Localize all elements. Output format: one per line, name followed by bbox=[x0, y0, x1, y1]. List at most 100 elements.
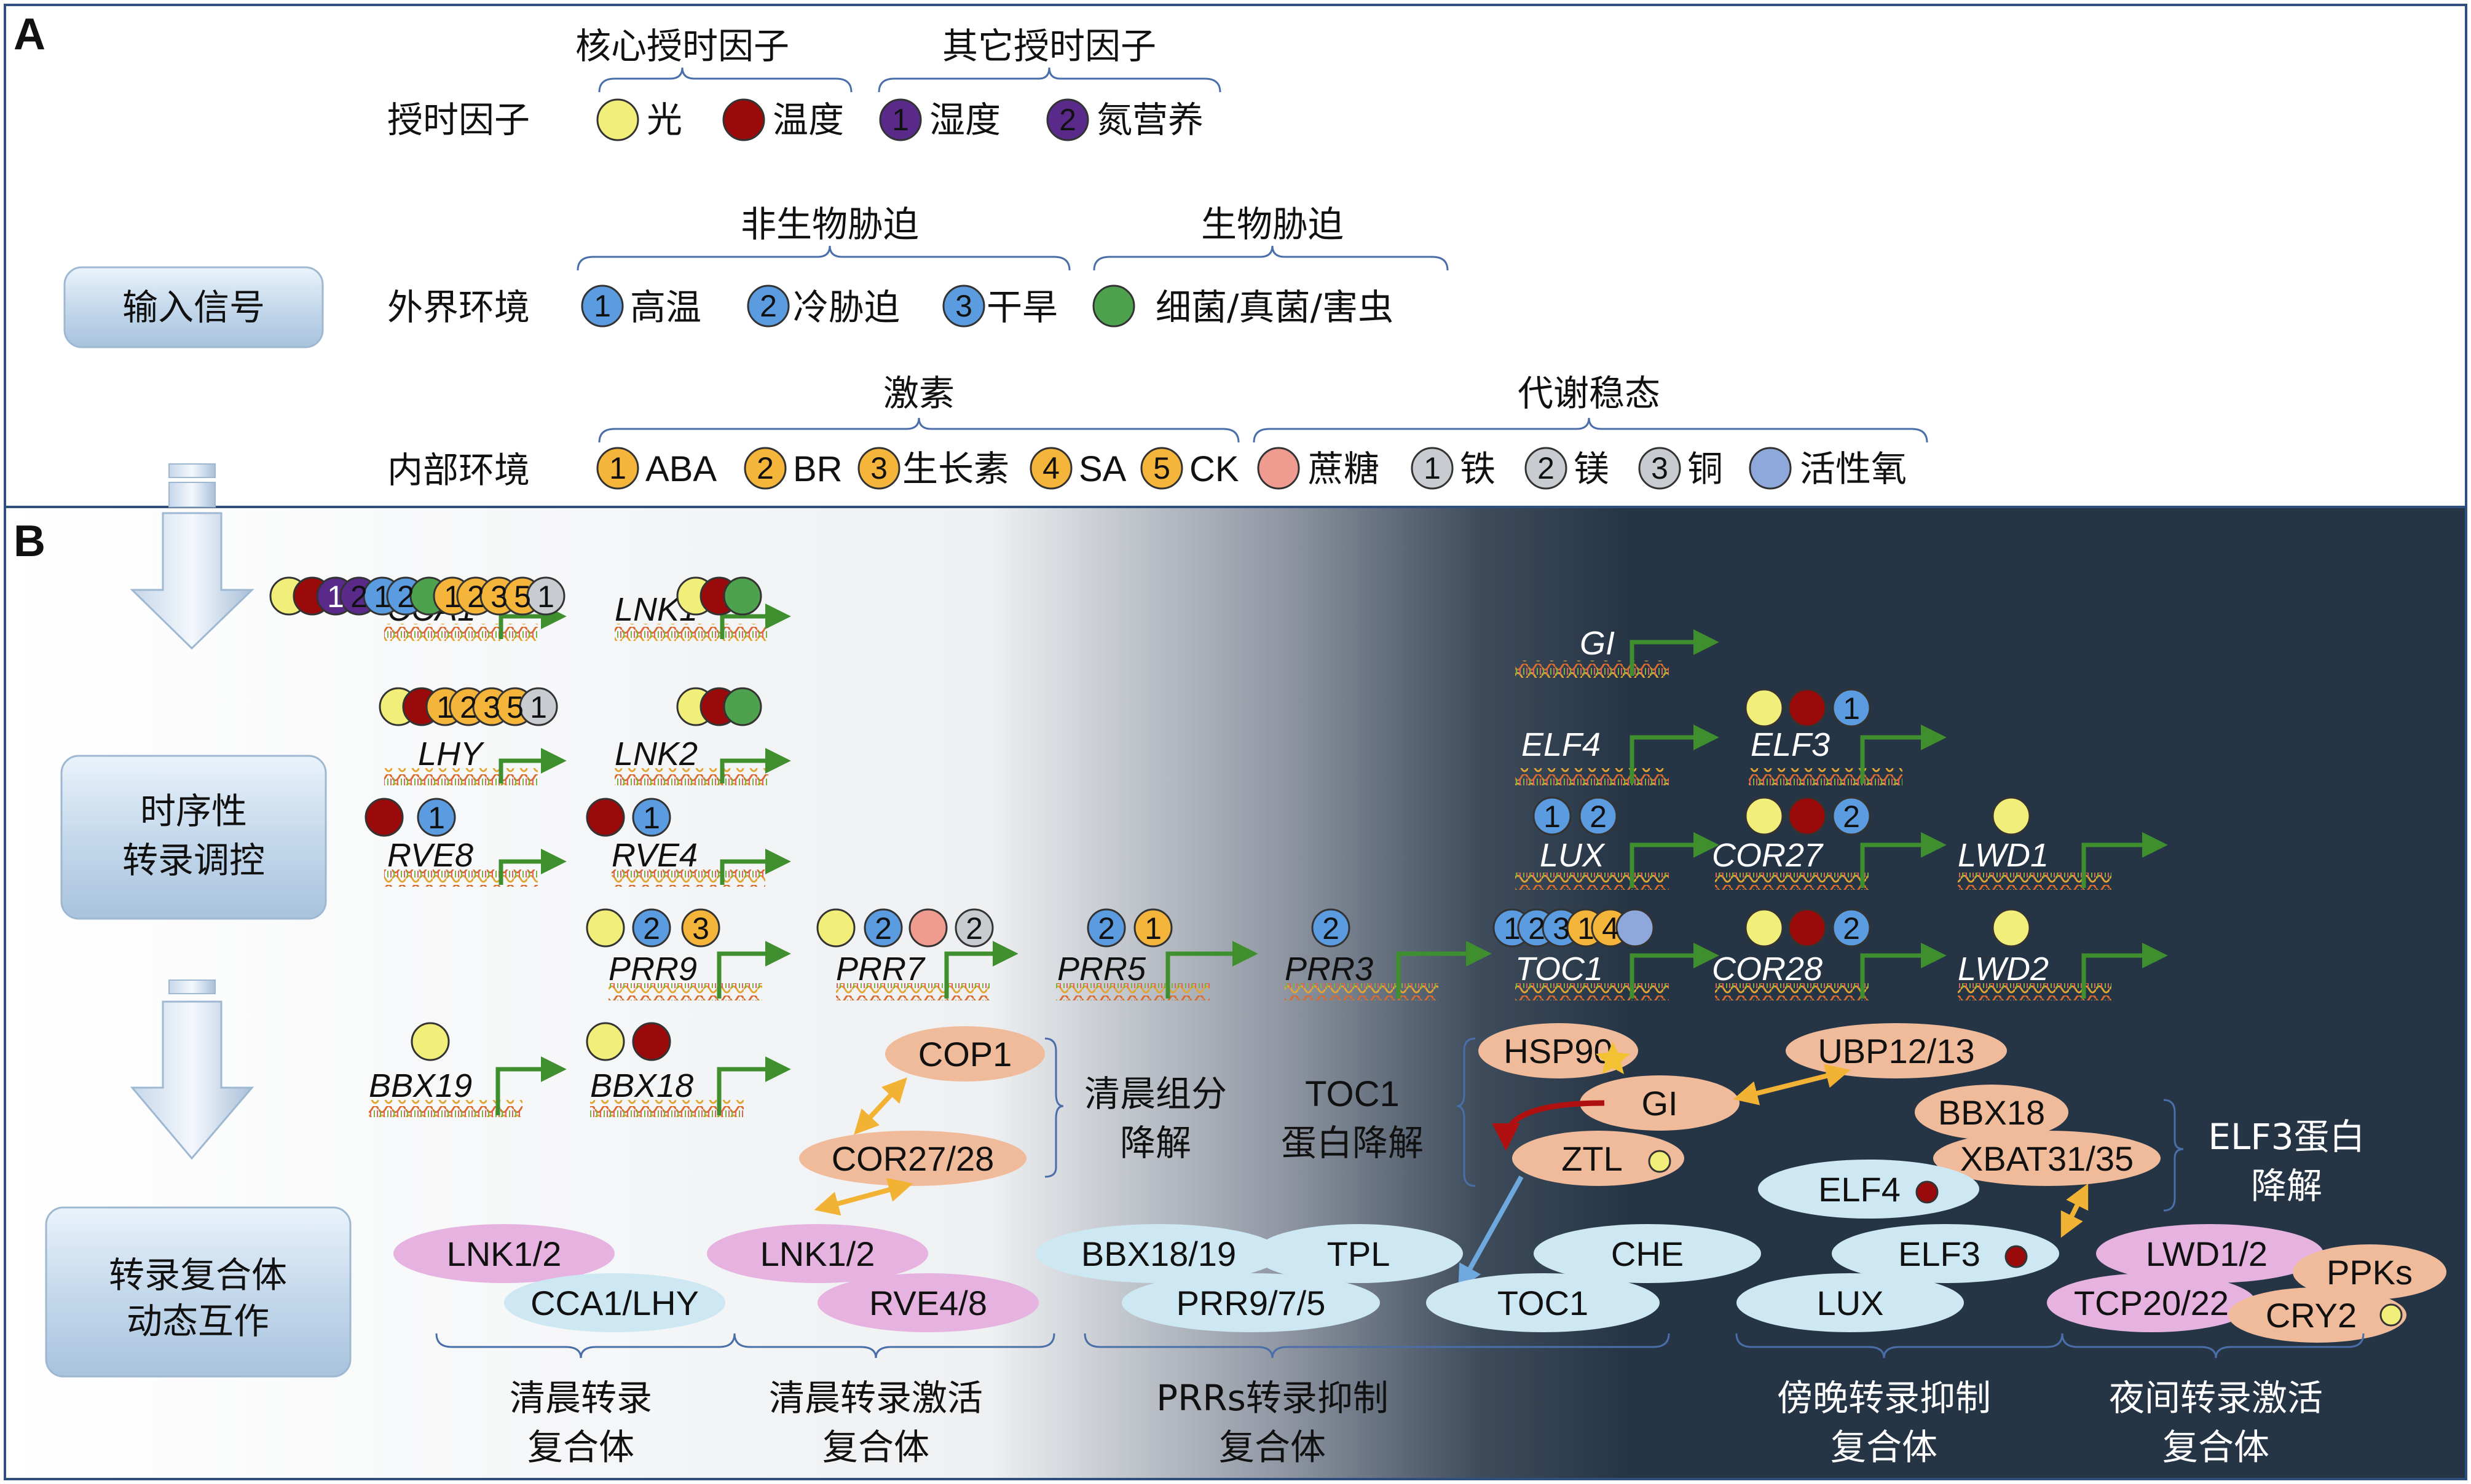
down-arrow-2 bbox=[130, 980, 254, 1160]
badge-num: 2 bbox=[875, 911, 892, 946]
heat-dot bbox=[581, 285, 624, 328]
badge-num: 5 bbox=[514, 579, 531, 614]
drought-dot bbox=[942, 285, 985, 328]
gene-prr7: PRR7 bbox=[836, 941, 1019, 1000]
gene-prr9-name: PRR9 bbox=[609, 951, 697, 987]
protein-ppks bbox=[2293, 1244, 2446, 1300]
toc1-deg-2: 蛋白降解 bbox=[1281, 1122, 1424, 1164]
group-other-zeitgeber: 其它授时因子 bbox=[942, 25, 1156, 67]
sa-number: 4 bbox=[1042, 451, 1060, 485]
badge-cor27-temp bbox=[1787, 796, 1827, 836]
aba-label: ABA bbox=[645, 449, 717, 489]
pathogen-dot bbox=[1092, 285, 1135, 328]
pathogen-label: 细菌/真菌/害虫 bbox=[1156, 286, 1393, 328]
elf4-temp-dot bbox=[1915, 1180, 1939, 1204]
heat-label: 高温 bbox=[630, 286, 701, 328]
internal-legend: 1 ABA 2 BR 3 生长素 4 SA 5 CK 蔗糖 1 铁 2 镁 3 … bbox=[596, 447, 1907, 490]
star-icon bbox=[1596, 1042, 1630, 1074]
cold-dot bbox=[747, 285, 790, 328]
badge-cor27-cold bbox=[1832, 796, 1871, 836]
badge-num: 2 bbox=[1098, 911, 1115, 946]
cu-label: 铜 bbox=[1687, 448, 1723, 490]
ztl-light-dot bbox=[1648, 1150, 1671, 1173]
sa-dot bbox=[1030, 447, 1073, 490]
protein-gi-label: GI bbox=[1641, 1084, 1677, 1123]
gene-lux-name: LUX bbox=[1540, 837, 1606, 874]
row-external: 外界环境 bbox=[387, 286, 530, 328]
badge-prr3-cold bbox=[1311, 908, 1350, 948]
cu-dot bbox=[1638, 447, 1681, 490]
protein-lnk12-b bbox=[707, 1224, 928, 1283]
light-dot bbox=[596, 98, 639, 141]
protein-xbat-label: XBAT31/35 bbox=[1960, 1139, 2134, 1178]
badge-prr5-aba bbox=[1133, 908, 1173, 948]
humidity-dot bbox=[879, 98, 922, 141]
badge-prr5-cold bbox=[1087, 908, 1126, 948]
aba-dot bbox=[596, 447, 639, 490]
elf3-degradation: UBP12/13 BBX18 XBAT31/35 ELF3蛋白 降解 bbox=[1733, 1023, 2365, 1238]
panel-a-label: A bbox=[14, 10, 45, 59]
nitrogen-number: 2 bbox=[1059, 103, 1076, 137]
badge-num: 3 bbox=[491, 579, 508, 614]
heat-number: 1 bbox=[594, 289, 611, 323]
badge-num: 2 bbox=[1590, 799, 1607, 834]
badge-cor28-temp bbox=[1787, 908, 1827, 948]
input-signal-label: 输入信号 bbox=[122, 286, 265, 328]
complex-4-line1: 傍晚转录抑制 bbox=[1777, 1377, 1991, 1419]
gene-lwd1: LWD1 bbox=[1958, 832, 2168, 890]
complex-1-line2: 复合体 bbox=[527, 1426, 634, 1468]
complex-3-line2: 复合体 bbox=[1219, 1426, 1326, 1468]
badge-rve8-temp bbox=[365, 798, 404, 837]
protein-cry2-label: CRY2 bbox=[2266, 1296, 2357, 1335]
mg-label: 镁 bbox=[1574, 448, 1609, 490]
complex-5-line2: 复合体 bbox=[2162, 1426, 2269, 1468]
br-number: 2 bbox=[757, 451, 774, 485]
badge-num: 2 bbox=[467, 579, 484, 614]
row-zeitgeber: 授时因子 bbox=[387, 99, 530, 141]
fe-dot bbox=[1411, 447, 1454, 490]
badge-num: 3 bbox=[483, 690, 500, 724]
protein-rve48 bbox=[818, 1273, 1039, 1332]
auxin-number: 3 bbox=[870, 451, 888, 485]
protein-ppks-label: PPKs bbox=[2327, 1253, 2413, 1292]
badge-num: 1 bbox=[1503, 911, 1521, 946]
gene-lwd2-name: LWD2 bbox=[1958, 951, 2049, 987]
protein-hsp90-label: HSP90 bbox=[1503, 1032, 1612, 1070]
badge-num: 2 bbox=[1843, 799, 1860, 834]
elf3-deg-1: ELF3蛋白 bbox=[2208, 1116, 2365, 1158]
input-signal-box bbox=[63, 266, 324, 348]
down-arrow-1 bbox=[130, 463, 254, 650]
group-metabolic: 代谢稳态 bbox=[1518, 372, 1660, 414]
fe-number: 1 bbox=[1424, 451, 1441, 485]
protein-bbx18-deg-label: BBX18 bbox=[1938, 1093, 2045, 1132]
badge-num: 4 bbox=[1602, 911, 1619, 946]
gene-lnk1: LNK1 bbox=[615, 591, 791, 641]
protein-tpl-label: TPL bbox=[1327, 1235, 1390, 1273]
gene-bbx19-name: BBX19 bbox=[369, 1067, 472, 1104]
humidity-number: 1 bbox=[892, 103, 909, 137]
complex-3-line1: PRRs转录抑制 bbox=[1156, 1377, 1389, 1419]
gene-lux: LUX bbox=[1515, 832, 1719, 890]
badge-num: 2 bbox=[350, 579, 368, 614]
gene-prr3: PRR3 bbox=[1285, 941, 1492, 1000]
toc1-deg-1: TOC1 bbox=[1305, 1074, 1400, 1114]
elf3-temp-dot bbox=[2004, 1245, 2028, 1268]
group-core-zeitgeber: 核心授时因子 bbox=[575, 25, 789, 67]
gene-cor28-name: COR28 bbox=[1712, 951, 1823, 987]
complex-1-line1: 清晨转录 bbox=[510, 1377, 652, 1419]
protein-tcp-label: TCP20/22 bbox=[2074, 1284, 2229, 1322]
gene-elf3: ELF3 bbox=[1749, 724, 1947, 785]
gene-bbx19: BBX19 bbox=[369, 1056, 567, 1117]
mg-number: 2 bbox=[1537, 451, 1555, 485]
ck-number: 5 bbox=[1153, 451, 1170, 485]
gene-cor27-name: COR27 bbox=[1712, 837, 1824, 874]
badge-prr7-cold bbox=[864, 908, 903, 948]
badge-prr9-auxin bbox=[681, 908, 720, 948]
protein-lnk12-a-label: LNK1/2 bbox=[447, 1235, 562, 1273]
toc1-degradation: HSP90 GI ZTL bbox=[1458, 1023, 1740, 1290]
gene-gi: GI bbox=[1515, 625, 1719, 678]
protein-cop1 bbox=[885, 1026, 1045, 1082]
protein-prr975-label: PRR9/7/5 bbox=[1176, 1284, 1326, 1322]
badge-num: 1 bbox=[327, 579, 344, 614]
